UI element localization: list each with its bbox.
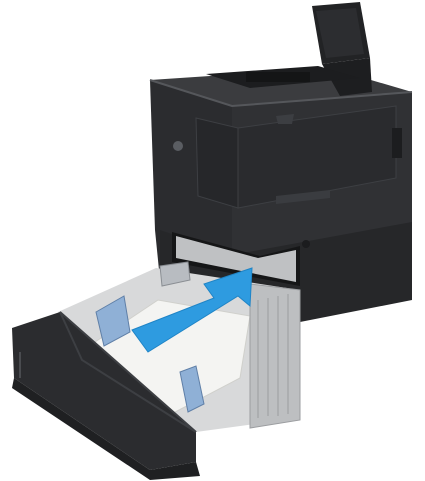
output-bin [206, 66, 360, 88]
left-paper-guide [95, 295, 131, 347]
front-door [173, 105, 402, 209]
paper-tray [12, 261, 301, 480]
insert-direction-arrow-icon [131, 267, 253, 353]
control-panel [312, 2, 372, 96]
tray-front-handle [12, 312, 196, 470]
tray-opening [172, 232, 310, 286]
front-paper-guide [179, 365, 205, 413]
rear-paper-guide [159, 261, 191, 287]
power-button-icon [173, 141, 183, 151]
